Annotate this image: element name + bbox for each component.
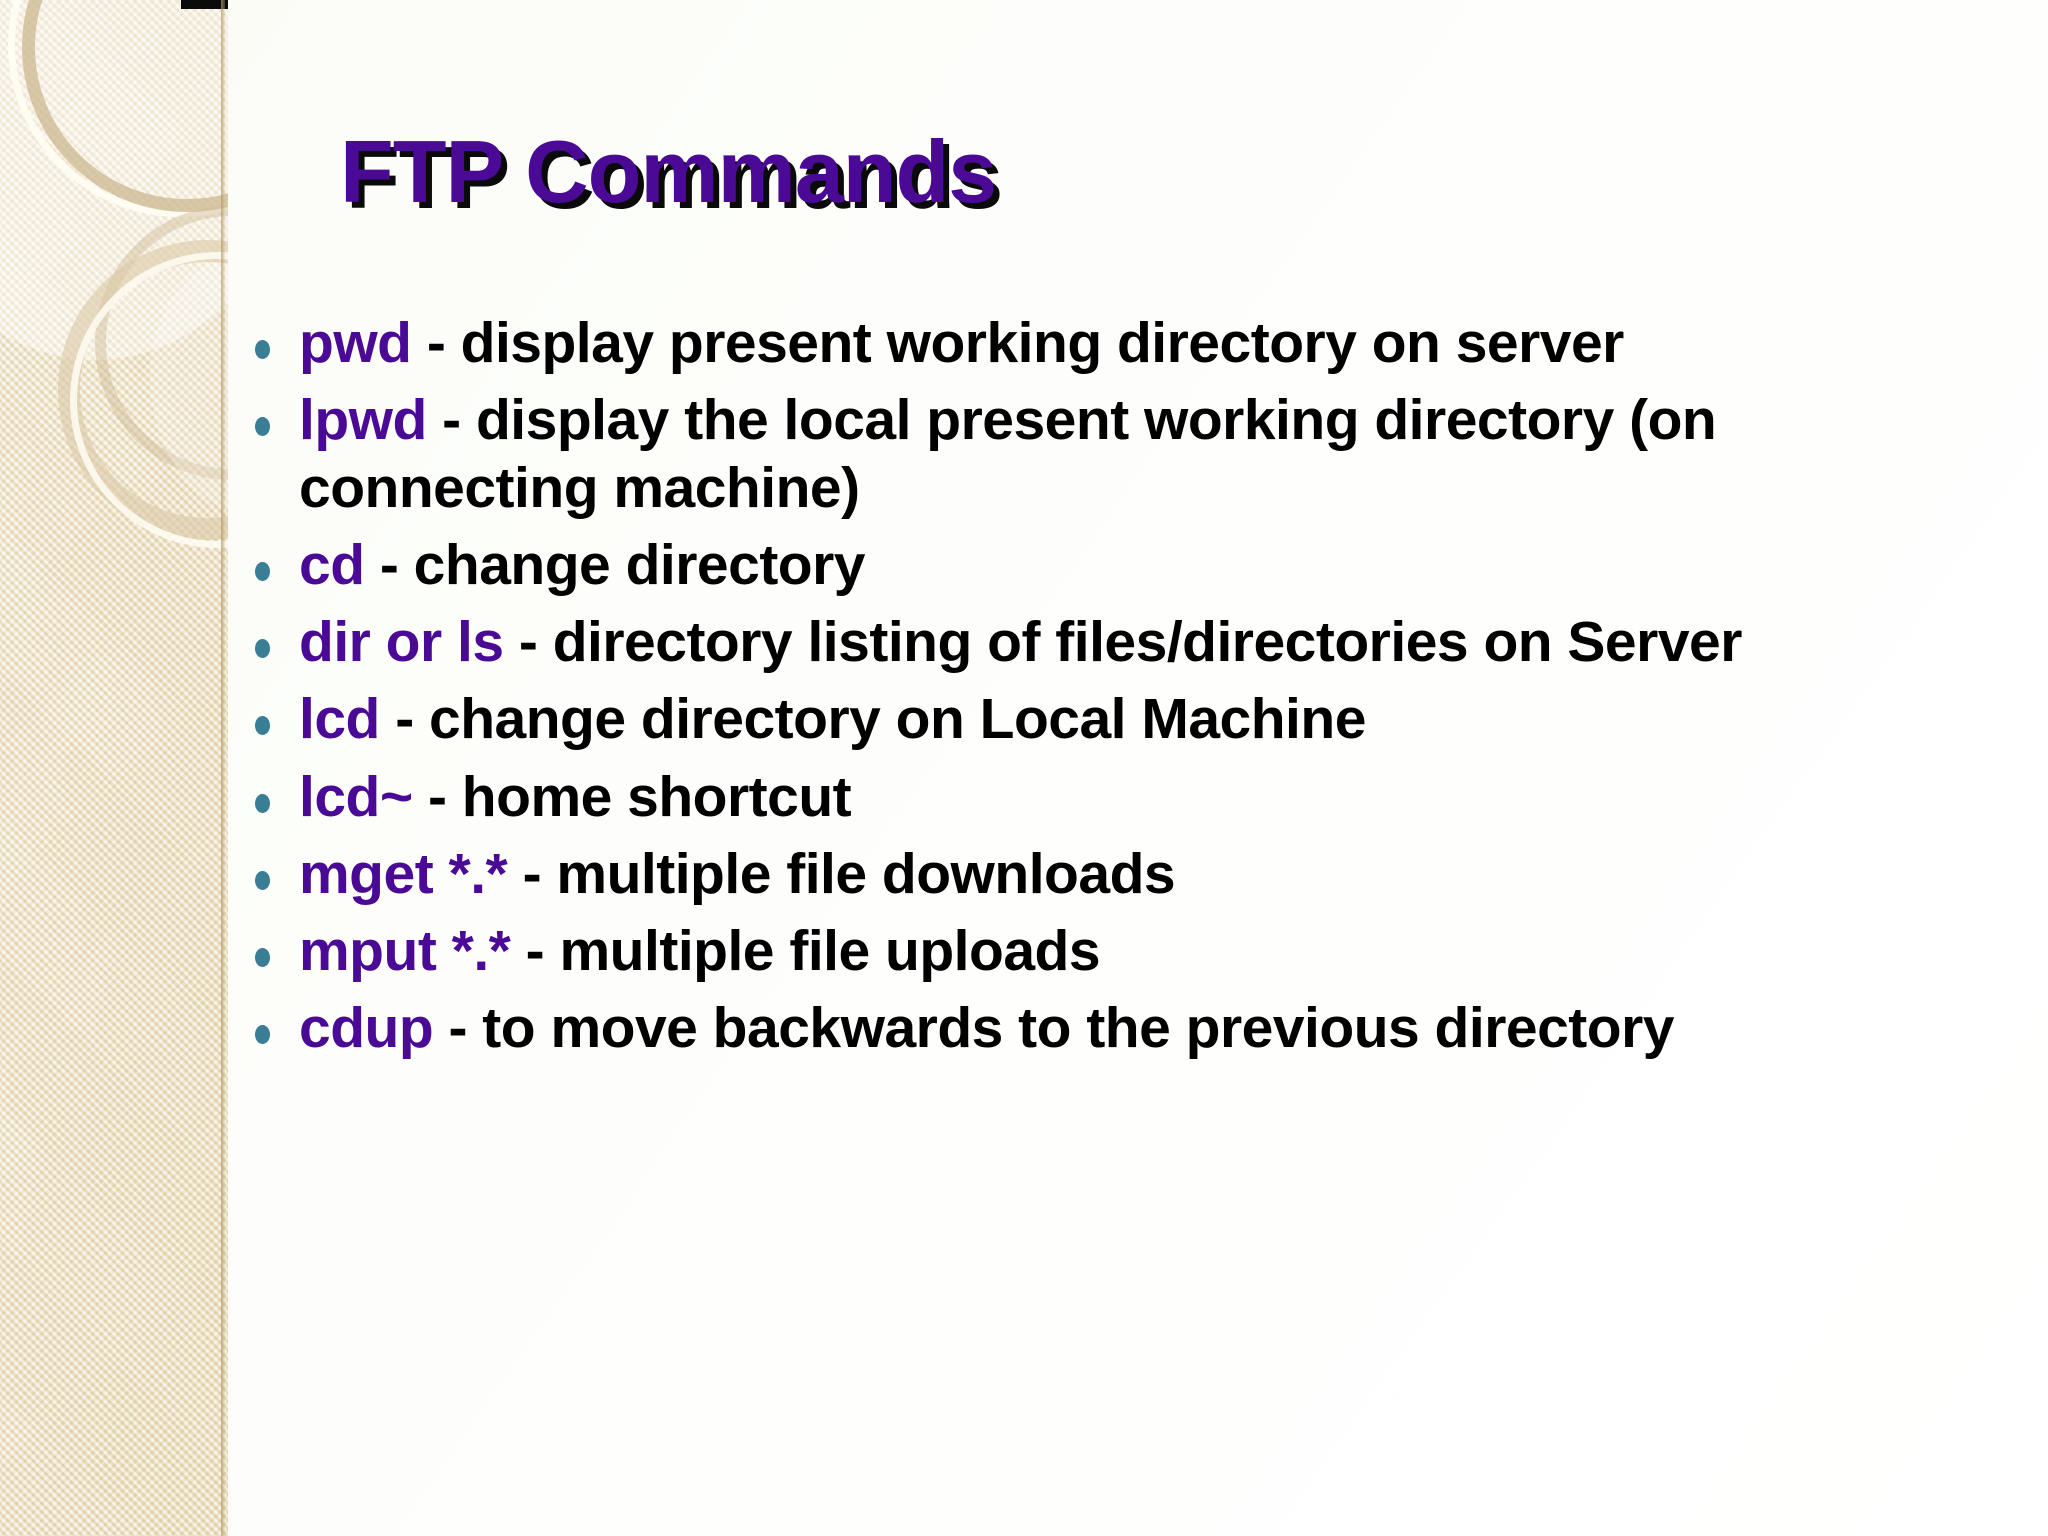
command-description: - display present working directory on s… [411,311,1625,375]
bullet-text: pwd - display present working directory … [299,310,1995,377]
bullet-dot-icon [255,340,270,359]
bullet-dot-icon [255,639,270,658]
bullet-dot-icon [255,417,270,437]
command-name: pwd [299,311,412,375]
bullet-dot-icon [255,793,270,813]
sidebar-top-black-bar [181,0,228,9]
command-description: - multiple file uploads [510,919,1101,983]
list-item: cdup - to move backwards to the previous… [255,995,1995,1062]
command-description: - directory listing of files/directories… [503,610,1743,674]
list-item: dir or ls - directory listing of files/d… [255,609,1995,676]
decorative-sidebar-panel [0,0,228,1536]
bullet-text: lcd~ - home shortcut [299,764,1995,831]
command-name: lcd~ [299,764,413,829]
command-description: - home shortcut [412,764,852,829]
list-item: pwd - display present working directory … [255,310,1995,377]
command-description: - multiple file downloads [507,841,1176,906]
sidebar-right-edge-line [221,0,225,1536]
bullet-dot-icon [255,561,270,581]
list-item: lcd - change directory on Local Machine [255,686,1995,753]
bullet-text: dir or ls - directory listing of files/d… [299,609,1995,676]
bullet-text: lpwd - display the local present working… [299,387,1995,522]
list-item: lpwd - display the local present working… [255,387,1995,522]
command-name: mget *.* [299,841,508,906]
bullet-text: mget *.* - multiple file downloads [299,841,1995,908]
bullet-dot-icon [255,716,270,736]
bullet-dot-icon [255,870,270,890]
list-item: mget *.* - multiple file downloads [255,841,1995,908]
command-name: cd [299,532,365,597]
command-name: lcd [299,687,380,752]
command-name: dir or ls [299,610,504,674]
bullet-text: mput *.* - multiple file uploads [299,918,1995,985]
command-name: cdup [299,996,434,1061]
command-description: - display the local present working dire… [299,388,1717,520]
command-description: - change directory on Local Machine [379,687,1366,752]
bullet-dot-icon [255,948,270,967]
bullet-text: cdup - to move backwards to the previous… [299,995,1995,1062]
slide-title: FTP Commands [340,122,997,221]
bullet-list: pwd - display present working directory … [255,310,1995,1073]
bullet-text: cd - change directory [299,532,1995,599]
command-description: - to move backwards to the previous dire… [433,996,1674,1061]
command-name: lpwd [299,388,427,453]
command-name: mput *.* [299,919,511,983]
bullet-text: lcd - change directory on Local Machine [299,686,1995,753]
list-item: cd - change directory [255,532,1995,599]
list-item: lcd~ - home shortcut [255,764,1995,831]
bullet-dot-icon [255,1025,270,1045]
list-item: mput *.* - multiple file uploads [255,918,1995,985]
command-description: - change directory [364,532,866,597]
